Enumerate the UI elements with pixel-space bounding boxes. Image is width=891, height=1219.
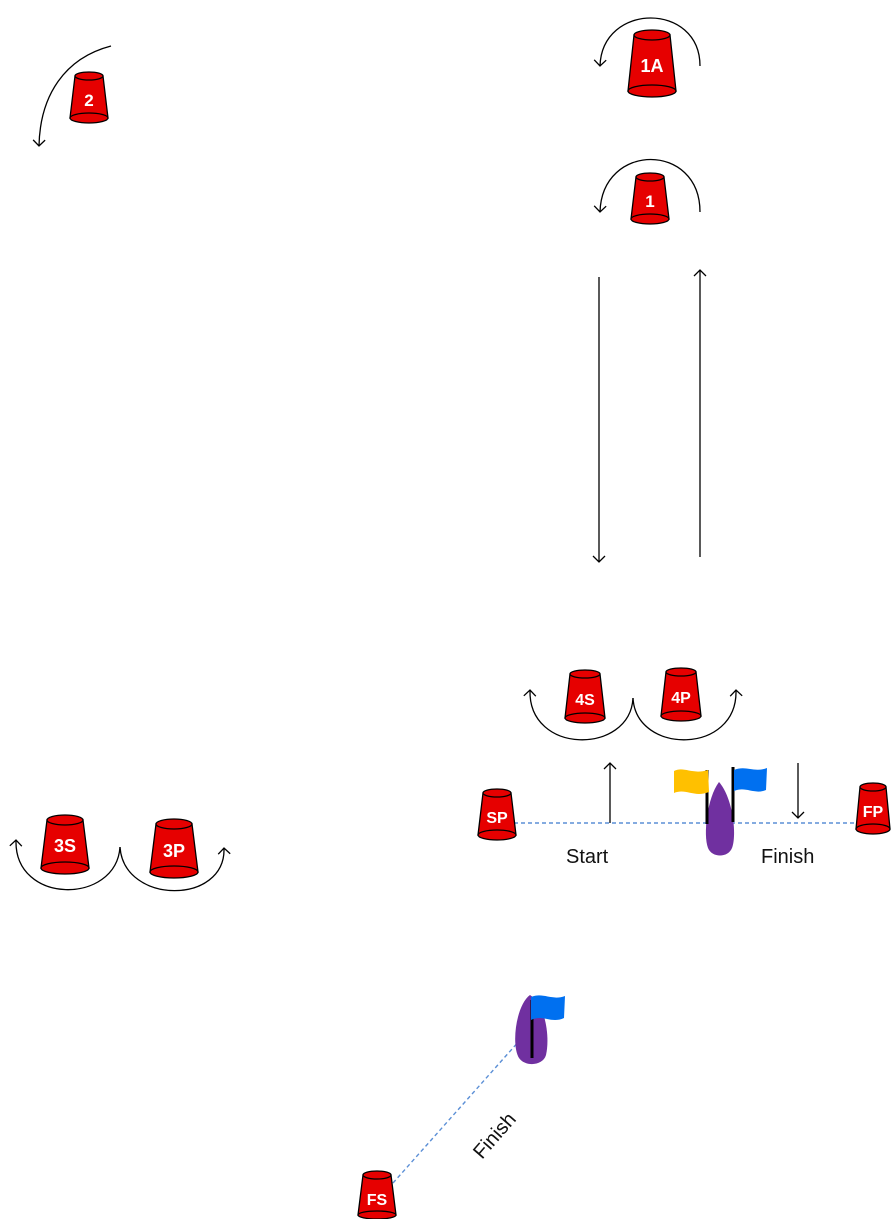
finish-boat — [515, 995, 565, 1065]
buoy-base-icon — [660, 710, 702, 722]
yellow-flag-icon — [674, 769, 709, 794]
mark-1: 1 — [630, 172, 670, 225]
lower-finish-label: Finish — [469, 1109, 521, 1164]
buoy-top-icon — [569, 669, 601, 679]
gate-3s-rounding-arrow — [9, 839, 121, 891]
buoy-top-icon — [859, 782, 887, 792]
buoy-top-icon — [482, 788, 512, 798]
mark-1-rounding-arrow — [593, 158, 701, 213]
buoy-base-icon — [855, 823, 891, 835]
buoy-base-icon — [627, 84, 677, 98]
buoy-top-icon — [665, 667, 697, 677]
mark-label: FS — [367, 1192, 388, 1209]
finish-label: Finish — [761, 846, 814, 868]
buoy-base-icon — [149, 865, 199, 879]
mark-2-rounding-arrow — [32, 45, 112, 147]
mark-2: 2 — [69, 71, 109, 124]
mark-1a: 1A — [627, 29, 677, 98]
buoy-base-icon — [40, 861, 90, 875]
buoy-top-icon — [74, 71, 104, 81]
committee-boat-hull — [705, 782, 735, 856]
mark-label: 3S — [54, 836, 76, 856]
mark-label: 4P — [671, 690, 691, 707]
finish-pin-mark: FP — [855, 782, 891, 835]
gate-4p-rounding-arrow — [632, 689, 743, 741]
mark-label: 1 — [645, 192, 654, 211]
mark-4p: 4P — [660, 667, 702, 722]
buoy-top-icon — [46, 814, 84, 826]
mark-1a-rounding-arrow — [593, 17, 701, 67]
start-pin-mark: SP — [477, 788, 517, 841]
gate-3p-rounding-arrow — [119, 846, 231, 892]
finish-flag-icon — [531, 995, 565, 1020]
buoy-base-icon — [69, 112, 109, 124]
gate-4s-rounding-arrow — [523, 689, 634, 741]
mark-label: 3P — [163, 841, 185, 861]
start-label: Start — [566, 846, 609, 868]
mark-label: 4S — [575, 692, 595, 709]
buoy-top-icon — [155, 818, 193, 830]
buoy-top-icon — [635, 172, 665, 182]
buoy-base-icon — [477, 829, 517, 841]
buoy-base-icon — [357, 1210, 397, 1219]
buoy-base-icon — [630, 213, 670, 225]
buoy-base-icon — [564, 712, 606, 724]
buoy-top-icon — [362, 1170, 392, 1180]
mark-label: FP — [863, 804, 884, 821]
mark-3p: 3P — [149, 818, 199, 879]
mark-4s: 4S — [564, 669, 606, 724]
committee-boat — [674, 767, 767, 856]
finish-starboard-mark: FS — [357, 1170, 397, 1219]
mark-label: SP — [486, 810, 508, 827]
buoy-top-icon — [633, 29, 671, 41]
mark-label: 1A — [640, 56, 663, 76]
mark-label: 2 — [84, 91, 93, 110]
lower-finish-line — [392, 1039, 521, 1184]
mark-3s: 3S — [40, 814, 90, 875]
blue-flag-icon — [734, 768, 767, 792]
